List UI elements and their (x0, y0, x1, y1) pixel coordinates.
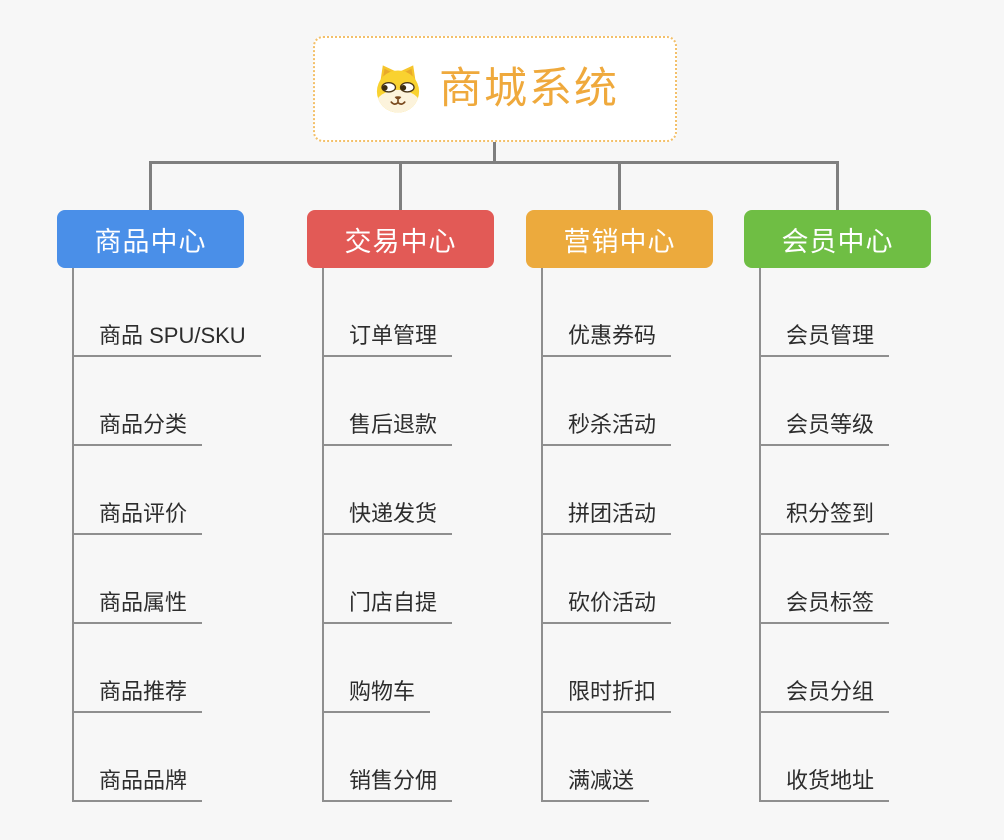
child-topic[interactable]: 收货地址 (759, 767, 890, 802)
child-topic[interactable]: 拼团活动 (541, 500, 672, 535)
child-topic[interactable]: 商品 SPU/SKU (72, 322, 261, 357)
child-topic[interactable]: 购物车 (322, 678, 431, 713)
child-topic[interactable]: 秒杀活动 (541, 411, 672, 446)
branch-column: 会员中心 会员管理会员等级积分签到会员标签会员分组收货地址 (744, 210, 931, 810)
branch-trunk-line (72, 268, 74, 802)
branch-header[interactable]: 交易中心 (307, 210, 494, 268)
branch-header[interactable]: 商品中心 (57, 210, 244, 268)
root-stem-connector (493, 141, 496, 162)
child-topic[interactable]: 销售分佣 (322, 767, 453, 802)
child-topic[interactable]: 商品品牌 (72, 767, 203, 802)
child-topic[interactable]: 商品分类 (72, 411, 203, 446)
child-topic[interactable]: 会员管理 (759, 322, 890, 357)
child-topic[interactable]: 售后退款 (322, 411, 453, 446)
child-topic[interactable]: 积分签到 (759, 500, 890, 535)
branch-drop-connector (836, 161, 839, 210)
child-topic[interactable]: 会员分组 (759, 678, 890, 713)
child-topic[interactable]: 订单管理 (322, 322, 453, 357)
child-topic[interactable]: 满减送 (541, 767, 650, 802)
branch-column: 交易中心 订单管理售后退款快递发货门店自提购物车销售分佣 (307, 210, 494, 810)
child-topic[interactable]: 快递发货 (322, 500, 453, 535)
child-topic[interactable]: 商品评价 (72, 500, 203, 535)
child-topic[interactable]: 会员标签 (759, 589, 890, 624)
branch-drop-connector (149, 161, 152, 210)
root-node-title: 商城系统 (439, 64, 619, 113)
child-topic[interactable]: 门店自提 (322, 589, 453, 624)
dog-face-icon (376, 65, 420, 113)
branch-trunk-line (541, 268, 543, 802)
child-topic[interactable]: 砍价活动 (541, 589, 672, 624)
branch-trunk-line (322, 268, 324, 802)
branch-column: 商品中心 商品 SPU/SKU 商品分类商品评价商品属性商品推荐商品品牌 (57, 210, 261, 810)
branch-column: 营销中心 优惠券码秒杀活动拼团活动砍价活动限时折扣满减送 (526, 210, 713, 810)
branch-drop-connector (618, 161, 621, 210)
branch-header[interactable]: 营销中心 (526, 210, 713, 268)
child-topic[interactable]: 会员等级 (759, 411, 890, 446)
child-topic[interactable]: 优惠券码 (541, 322, 672, 357)
child-topic[interactable]: 商品属性 (72, 589, 203, 624)
branch-trunk-line (759, 268, 761, 802)
child-topic[interactable]: 商品推荐 (72, 678, 203, 713)
root-node[interactable]: 商城系统 (313, 36, 677, 142)
child-topic[interactable]: 限时折扣 (541, 678, 672, 713)
branch-drop-connector (399, 161, 402, 210)
horizontal-bus-connector (149, 161, 839, 164)
branch-header[interactable]: 会员中心 (744, 210, 931, 268)
